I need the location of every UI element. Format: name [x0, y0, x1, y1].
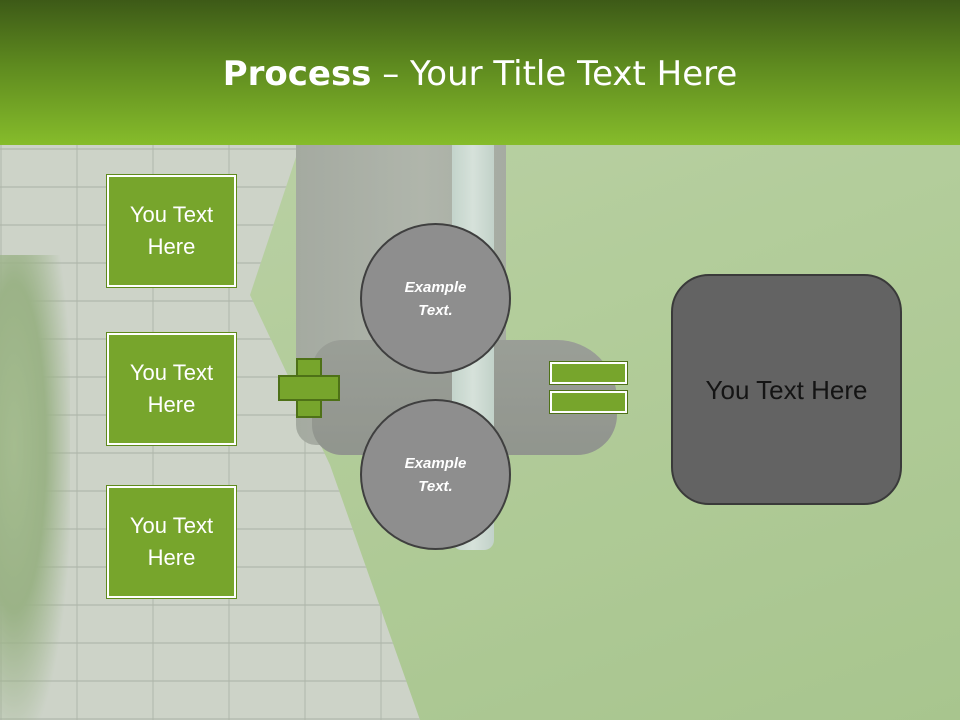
title-rest: – Your Title Text Here [371, 54, 738, 94]
text-box-label: You Text Here [129, 202, 214, 259]
example-circle-1: Example Text. [360, 223, 511, 374]
text-box-label: You Text Here [129, 513, 214, 570]
text-box-label: You Text Here [129, 360, 214, 417]
text-box-2: You Text Here [106, 332, 237, 446]
equals-icon-bottom-bar [549, 390, 628, 414]
equals-icon-top-bar [549, 361, 628, 385]
example-circle-label: Example Text. [404, 278, 467, 319]
slide-title: Process – Your Title Text Here [0, 52, 960, 96]
example-circle-2: Example Text. [360, 399, 511, 550]
plus-icon-center [298, 377, 320, 399]
title-bold: Process [222, 54, 372, 94]
example-circle-label: Example Text. [404, 454, 467, 495]
plant-foliage [0, 255, 70, 720]
result-box-label: You Text Here [705, 374, 868, 405]
result-box: You Text Here [671, 274, 902, 505]
title-bar: Process – Your Title Text Here [0, 0, 960, 145]
text-box-3: You Text Here [106, 485, 237, 599]
text-box-1: You Text Here [106, 174, 237, 288]
